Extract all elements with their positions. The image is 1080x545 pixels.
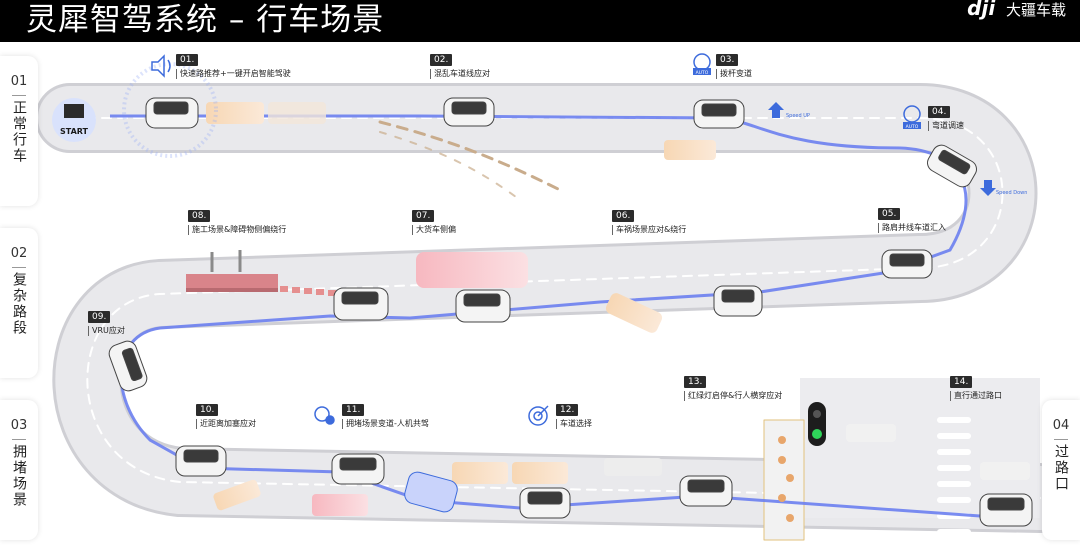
chaotic-lane-line xyxy=(378,120,562,192)
auto-steering-icon-03 xyxy=(693,53,711,75)
step-07: 07.大货车侧偏 xyxy=(412,210,456,235)
car-02 xyxy=(443,97,495,127)
pedestrians xyxy=(778,436,794,522)
speaker-icon xyxy=(151,54,171,78)
car-11b xyxy=(404,471,458,513)
section-label: 拥堵场景 xyxy=(11,444,27,508)
chaotic-lane-line-2 xyxy=(379,131,521,201)
speed-up-label: Speed UP xyxy=(786,113,810,119)
start-label: START xyxy=(60,127,89,136)
step-10: 10.近距离加塞应对 xyxy=(196,404,256,429)
car-11a xyxy=(331,453,385,485)
step-11: 11.拥堵场景变道-人机共驾 xyxy=(342,404,429,429)
step-01: 01.快速路推荐+一键开启智能驾驶 xyxy=(176,54,291,79)
dji-logo-icon: dji xyxy=(967,0,996,20)
brand: dji 大疆车载 xyxy=(967,0,1066,20)
step-04: 04.弯道调速 xyxy=(928,106,964,131)
step-14: 14.直行通过路口 xyxy=(950,376,1002,401)
construction-zone xyxy=(186,250,336,296)
car-01 xyxy=(145,97,199,129)
speed-down-arrow xyxy=(980,180,996,196)
section-number: 02 xyxy=(10,246,28,261)
speed-down-label: Speed Down xyxy=(996,190,1027,196)
step-03: 03.拨杆变道 xyxy=(716,54,752,79)
car-05 xyxy=(881,249,933,279)
car-10 xyxy=(175,445,227,477)
step-02: 02.混乱车道线应对 xyxy=(430,54,490,79)
auto-label-04: AUTO xyxy=(906,124,919,130)
section-label: 过路口 xyxy=(1053,444,1069,492)
trajectory-blocks xyxy=(206,102,1030,516)
step-08: 08.施工场景&障碍物侧偏绕行 xyxy=(188,210,286,235)
car-06 xyxy=(713,285,763,317)
car-04 xyxy=(927,144,977,188)
section-label: 正常行车 xyxy=(11,100,27,164)
section-tab-03[interactable]: 03 拥堵场景 xyxy=(0,400,38,540)
speed-up-arrow xyxy=(768,102,784,118)
step-13: 13.红绿灯启停&行人横穿应对 xyxy=(684,376,782,401)
traffic-light xyxy=(808,402,826,446)
car-14 xyxy=(979,493,1033,527)
brand-text: 大疆车载 xyxy=(1005,1,1066,19)
car-09 xyxy=(108,340,148,392)
ego-cars xyxy=(108,97,1033,527)
section-tab-01[interactable]: 01 正常行车 xyxy=(0,56,38,206)
auto-steering-icon-04 xyxy=(903,105,921,129)
header-bar: 灵犀智驾系统 – 行车场景 dji 大疆车载 xyxy=(0,0,1080,42)
section-tab-02[interactable]: 02 复杂路段 xyxy=(0,228,38,378)
page-title: 灵犀智驾系统 – 行车场景 xyxy=(26,2,385,38)
car-13 xyxy=(679,475,733,507)
auto-label-03: AUTO xyxy=(696,70,709,76)
lane-target-icon xyxy=(528,405,549,426)
car-03 xyxy=(693,99,745,129)
human-machine-icon xyxy=(314,406,335,425)
road-network xyxy=(35,83,1075,541)
section-number: 03 xyxy=(10,418,28,433)
car-07 xyxy=(455,289,511,323)
car-08 xyxy=(333,287,389,321)
car-12 xyxy=(519,487,571,519)
driving-scene-map: START Speed UP Speed Down AUTO AUTO xyxy=(35,53,1075,541)
step-06: 06.车祸场景应对&绕行 xyxy=(612,210,686,235)
section-tab-04[interactable]: 04 过路口 xyxy=(1042,400,1080,540)
step-09: 09.VRU应对 xyxy=(88,311,125,336)
lane-divider xyxy=(69,117,1041,499)
crosswalk-stripes xyxy=(937,417,971,535)
start-badge xyxy=(52,98,96,142)
section-number: 04 xyxy=(1052,418,1070,433)
step-12: 12.车道选择 xyxy=(556,404,592,429)
section-label: 复杂路段 xyxy=(11,272,27,336)
section-number: 01 xyxy=(10,74,28,89)
step-05: 05.路肩并线车道汇入 xyxy=(878,208,946,233)
